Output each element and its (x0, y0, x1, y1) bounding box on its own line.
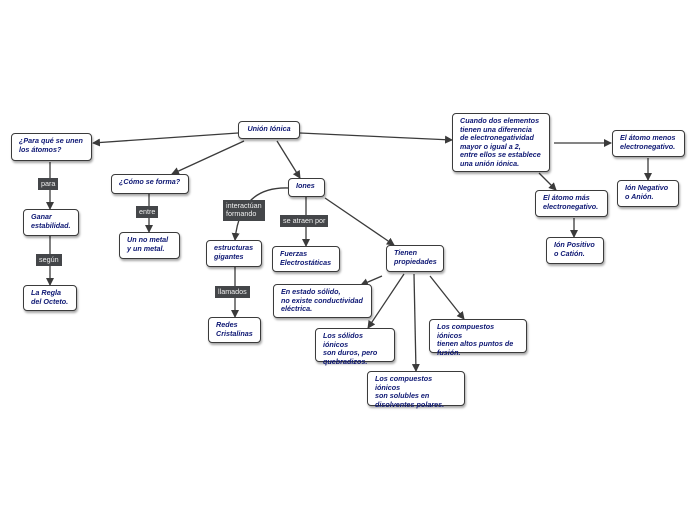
node-estructuras-gigantes[interactable]: estructuras gigantes (206, 240, 262, 267)
link-propiedades-fusion (429, 275, 465, 320)
link-union-iones (276, 140, 301, 179)
link-cuando-mas-electro (538, 172, 557, 191)
link-propiedades-solubles (411, 273, 420, 372)
node-cuando-dos-elementos[interactable]: Cuando dos elementos tienen una diferenc… (452, 113, 550, 172)
label-interactuan-formando: interactúan formando (223, 200, 265, 221)
label-segun: según (36, 254, 62, 267)
node-solubles[interactable]: Los compuestos iónicos son solubles en d… (367, 371, 465, 409)
node-ion-negativo[interactable]: Ión Negativo o Anión. (617, 180, 679, 207)
node-metal-no-metal[interactable]: Un no metal y un metal. (119, 232, 180, 259)
node-ganar-estabilidad[interactable]: Ganar estabilidad. (23, 209, 79, 236)
link-union-para-que (92, 132, 239, 147)
node-redes-cristalinas[interactable]: Redes Cristalinas (208, 317, 261, 343)
link-union-cuando (299, 132, 453, 144)
node-tienen-propiedades[interactable]: Tienen propiedades (386, 245, 444, 272)
link-iones-propiedades (324, 197, 395, 246)
node-union-ionica[interactable]: Unión Iónica (238, 121, 300, 139)
label-llamados: llamados (215, 286, 250, 299)
link-propiedades-solidos-duros (367, 273, 405, 329)
link-propiedades-estado-solido (360, 275, 383, 286)
link-union-como-forma (171, 140, 245, 175)
label-se-atraen-por: se atraen por (280, 215, 329, 228)
node-iones[interactable]: Iones (288, 178, 325, 197)
node-regla-octeto[interactable]: La Regla del Octeto. (23, 285, 77, 311)
node-solidos-duros[interactable]: Los sólidos iónicos son duros, pero queb… (315, 328, 395, 366)
node-como-forma[interactable]: ¿Cómo se forma? (111, 174, 189, 194)
label-para: para (38, 178, 59, 191)
node-puntos-fusion[interactable]: Los compuestos iónicos tienen altos punt… (429, 319, 527, 357)
node-mas-electronegativo[interactable]: El átomo más electronegativo. (535, 190, 608, 217)
node-ion-positivo[interactable]: Ión Positivo o Catión. (546, 237, 604, 264)
node-para-que[interactable]: ¿Para qué se unen los átomos? (11, 133, 92, 161)
label-entre: entre (136, 206, 159, 219)
node-fuerzas-electrostaticas[interactable]: Fuerzas Electrostáticas (272, 246, 340, 272)
node-estado-solido[interactable]: En estado sólido, no existe conductivida… (273, 284, 372, 318)
node-menos-electronegativo[interactable]: El átomo menos electronegativo. (612, 130, 685, 157)
